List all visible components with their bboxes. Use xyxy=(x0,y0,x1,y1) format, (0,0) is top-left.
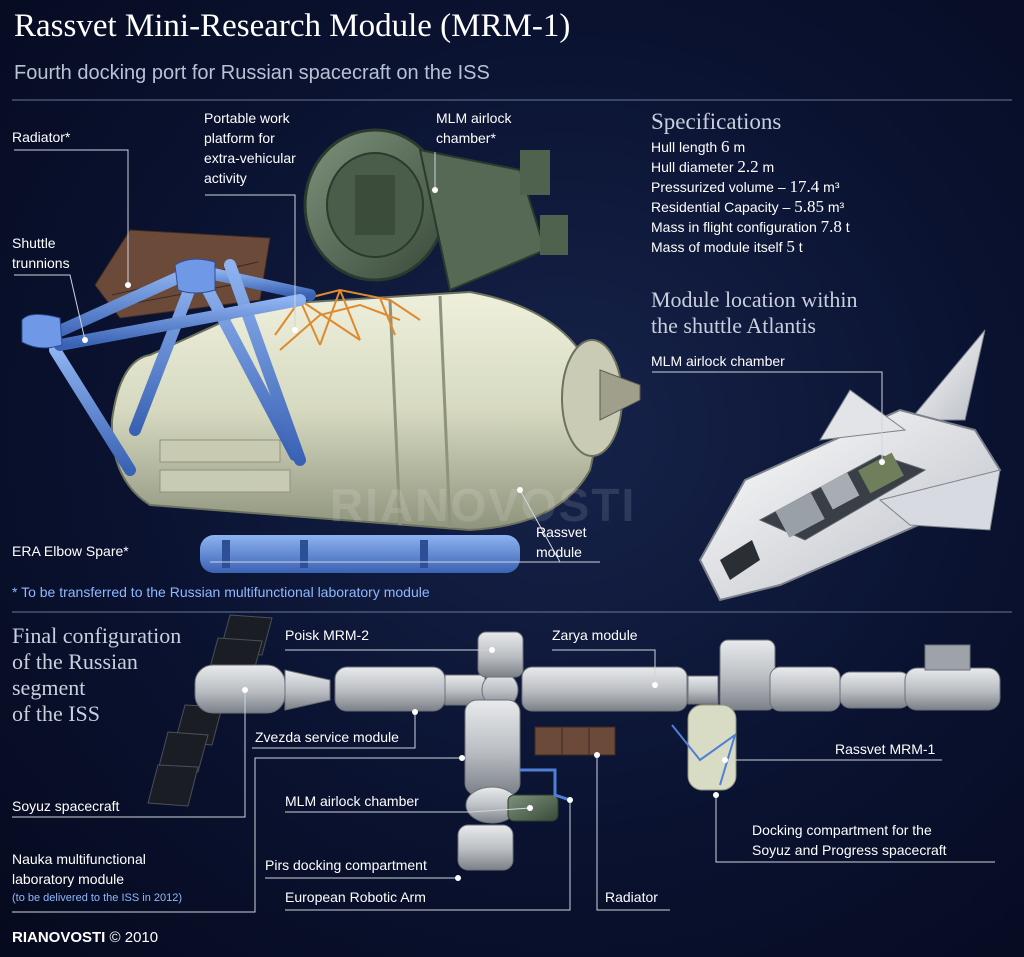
label-iss-mlm-airlock: MLM airlock chamber xyxy=(285,793,419,809)
iss-leader-lines xyxy=(12,649,995,913)
spec-row: Mass in flight configuration 7.8 t xyxy=(651,217,850,237)
era-elbow-spare-drawing xyxy=(200,535,520,573)
trunnion-clamp-top xyxy=(174,258,216,294)
label-docking-compartment: Docking compartment for the Soyuz and Pr… xyxy=(752,820,947,860)
label-docking-line: Docking compartment for the xyxy=(752,822,932,838)
label-mlm-airlock: MLM airlock chamber* xyxy=(436,108,511,148)
iss-heading-line: of the Russian xyxy=(12,649,138,674)
spec-label: Pressurized volume – xyxy=(651,179,786,195)
spec-row: Pressurized volume – 17.4 m³ xyxy=(651,177,839,197)
spec-label: Hull diameter xyxy=(651,159,734,175)
label-work-platform: Portable work platform for extra-vehicul… xyxy=(204,108,296,188)
spec-value: 5 xyxy=(786,237,795,256)
label-work-platform-line: extra-vehicular xyxy=(204,150,296,166)
spec-value: 17.4 xyxy=(789,177,820,196)
footnote: * To be transferred to the Russian multi… xyxy=(12,584,430,600)
shuttle-leader-line xyxy=(652,371,883,462)
label-nauka: Nauka multifunctional laboratory module xyxy=(12,849,146,889)
shuttle-section-heading: Module location within the shuttle Atlan… xyxy=(651,287,858,339)
shuttle-atlantis-drawing xyxy=(698,329,1002,602)
label-shuttle-mlm-airlock: MLM airlock chamber xyxy=(651,353,785,369)
label-era-elbow: ERA Elbow Spare* xyxy=(12,543,129,559)
label-nauka-note: (to be delivered to the ISS in 2012) xyxy=(12,892,182,904)
label-work-platform-line: platform for xyxy=(204,130,275,146)
label-nauka-line: Nauka multifunctional xyxy=(12,851,146,867)
label-work-platform-line: Portable work xyxy=(204,110,290,126)
spec-unit: t xyxy=(798,239,803,255)
spec-row: Mass of module itself 5 t xyxy=(651,237,803,257)
spec-row: Hull length 6 m xyxy=(651,137,745,157)
module-leader-lines xyxy=(14,149,600,563)
label-shuttle-trunnions: Shuttle trunnions xyxy=(12,233,70,273)
spec-unit: m³ xyxy=(823,179,840,195)
label-european-robotic-arm: European Robotic Arm xyxy=(285,889,426,905)
label-rassvet-module-line: module xyxy=(536,544,582,560)
spec-row: Residential Capacity – 5.85 m³ xyxy=(651,197,844,217)
mlm-airlock-drawing xyxy=(303,128,568,292)
brand-logo-text: RIANOVOSTI xyxy=(12,929,106,946)
spec-label: Mass in flight configuration xyxy=(651,219,817,235)
shuttle-heading-line: the shuttle Atlantis xyxy=(651,313,816,338)
iss-heading-line: Final configuration xyxy=(12,623,182,648)
trunnion-frame-drawing xyxy=(34,259,316,476)
trunnion-clamp-left xyxy=(21,314,63,349)
iss-segment-drawing xyxy=(147,614,1001,871)
label-mlm-airlock-line: chamber* xyxy=(436,130,496,146)
label-mlm-airlock-line: MLM airlock xyxy=(436,110,512,126)
label-pirs: Pirs docking compartment xyxy=(265,857,427,873)
label-zarya: Zarya module xyxy=(552,627,638,643)
watermark: RIANOVOSTI xyxy=(330,479,637,531)
label-work-platform-line: activity xyxy=(204,170,247,186)
brand-year: © 2010 xyxy=(109,929,159,946)
label-shuttle-trunnions-line: trunnions xyxy=(12,255,70,271)
iss-section-heading: Final configuration of the Russian segme… xyxy=(12,623,181,727)
iss-heading-line: of the ISS xyxy=(12,701,100,726)
rassvet-hull-drawing xyxy=(110,290,641,532)
spec-value: 2.2 xyxy=(737,157,759,176)
label-rassvet-module: Rassvet module xyxy=(536,522,587,562)
spec-row: Hull diameter 2.2 m xyxy=(651,157,774,177)
label-shuttle-trunnions-line: Shuttle xyxy=(12,235,56,251)
label-radiator-iss: Radiator xyxy=(605,889,658,905)
spec-unit: t xyxy=(845,219,850,235)
iss-heading-line: segment xyxy=(12,675,86,700)
spec-label: Hull length xyxy=(651,139,718,155)
spec-value: 5.85 xyxy=(794,197,824,216)
page-subtitle: Fourth docking port for Russian spacecra… xyxy=(14,62,490,84)
label-zvezda: Zvezda service module xyxy=(255,729,399,745)
work-platform-drawing xyxy=(274,288,421,351)
label-nauka-line: laboratory module xyxy=(12,871,125,887)
spec-label: Residential Capacity – xyxy=(651,199,791,215)
specifications-heading: Specifications xyxy=(651,109,782,134)
brand-credit: RIANOVOSTI © 2010 xyxy=(12,929,158,946)
page-title: Rassvet Mini-Research Module (MRM-1) xyxy=(14,8,571,44)
shuttle-heading-line: Module location within xyxy=(651,287,858,312)
spec-label: Mass of module itself xyxy=(651,239,783,255)
label-poisk: Poisk MRM-2 xyxy=(285,627,370,643)
spec-value: 6 xyxy=(721,137,730,156)
label-soyuz: Soyuz spacecraft xyxy=(12,798,120,814)
label-rassvet-mrm1: Rassvet MRM-1 xyxy=(835,741,936,757)
spec-value: 7.8 xyxy=(820,217,842,236)
label-radiator: Radiator* xyxy=(12,129,71,145)
spec-unit: m³ xyxy=(827,199,845,215)
spec-unit: m xyxy=(733,139,746,155)
spec-unit: m xyxy=(762,159,775,175)
label-rassvet-module-line: Rassvet xyxy=(536,524,587,540)
label-docking-line: Soyuz and Progress spacecraft xyxy=(752,842,947,858)
